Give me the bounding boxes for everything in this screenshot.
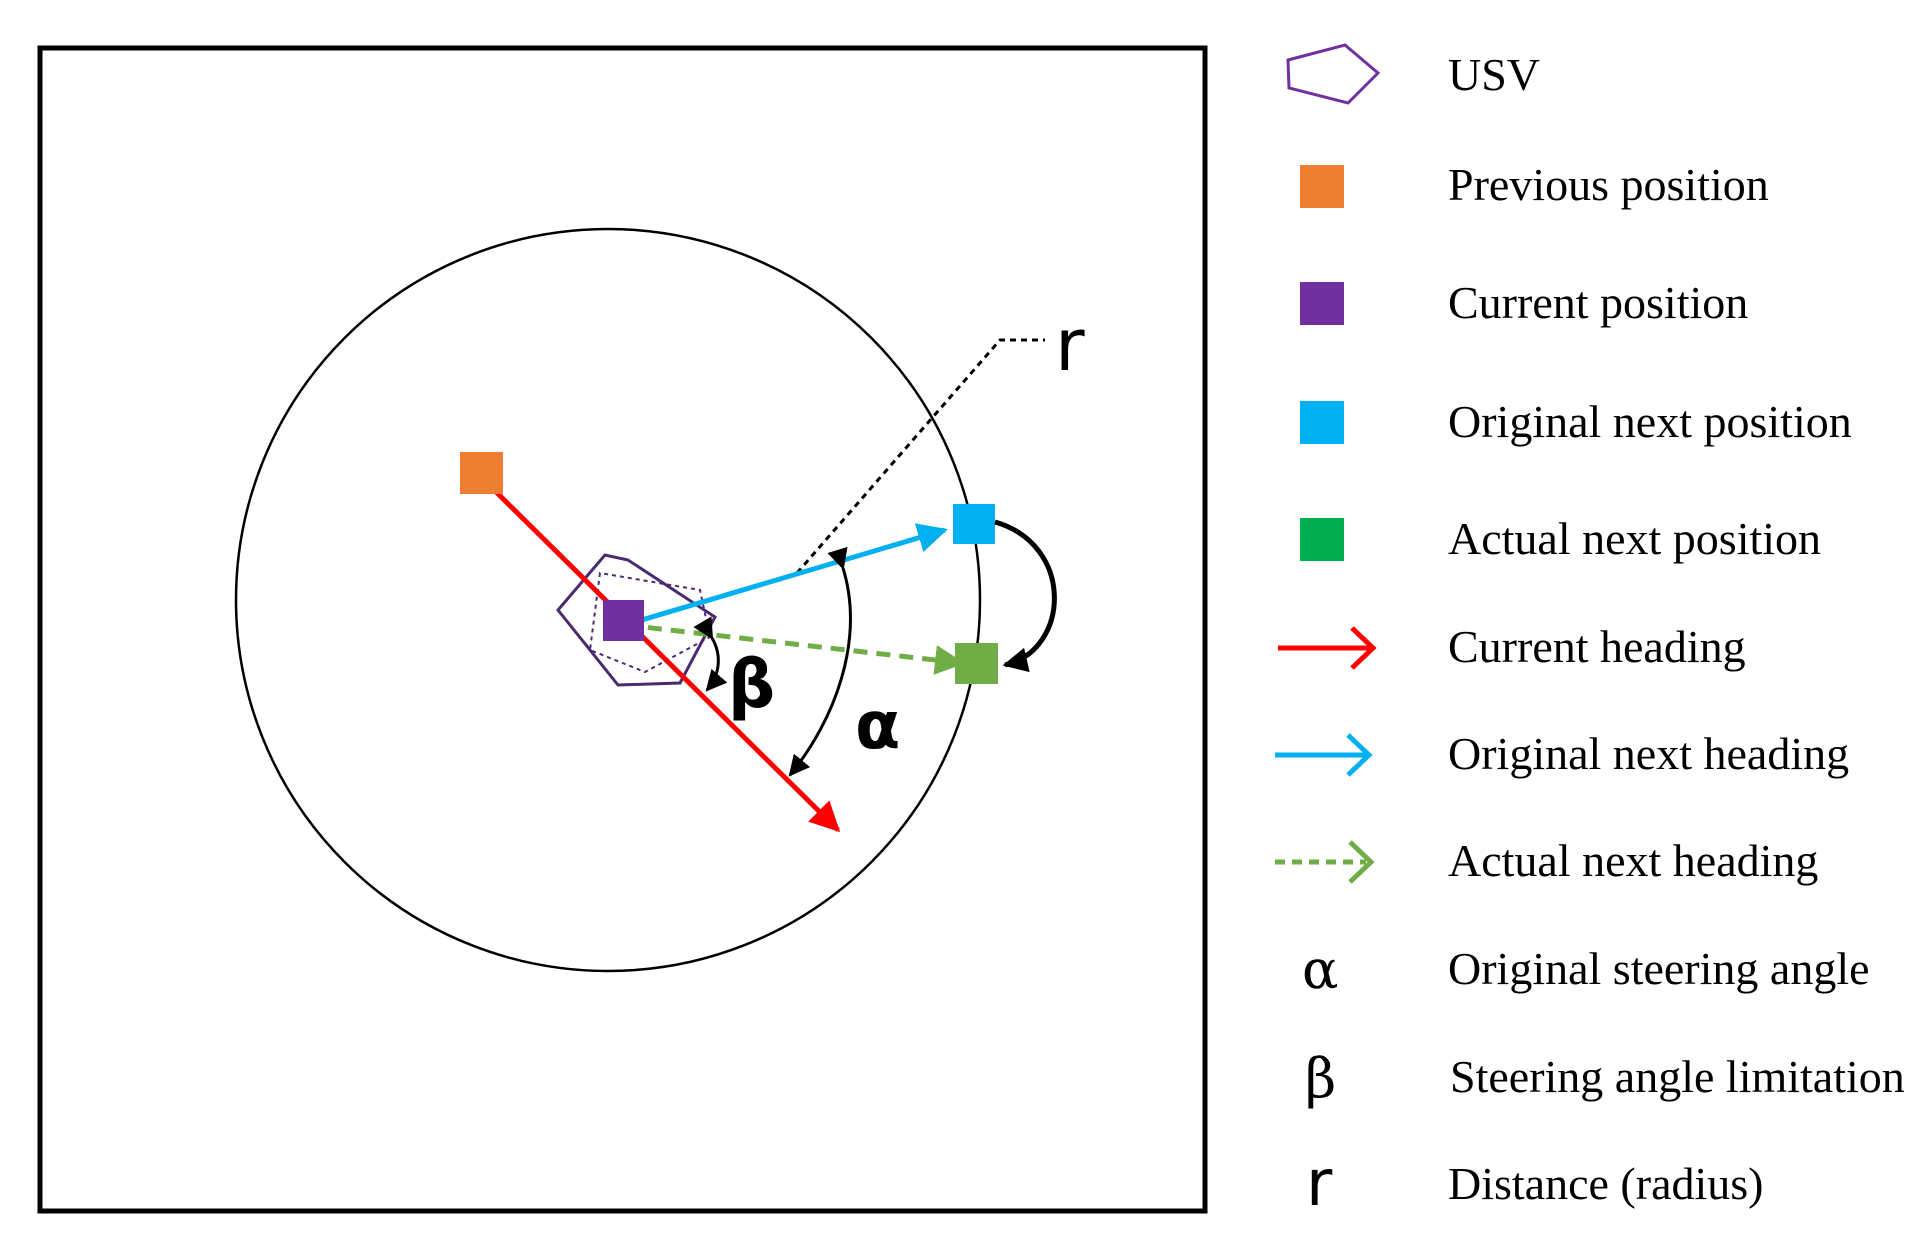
diagram-frame [37, 45, 1208, 1214]
legend-label-actual-next-heading: Actual next heading [1448, 835, 1818, 886]
legend-beta-symbol: β [1305, 1047, 1336, 1110]
legend-original-next-position-icon [1300, 401, 1344, 444]
legend-label-beta: Steering angle limitation [1450, 1051, 1905, 1102]
range-circle [234, 227, 982, 973]
current-position-marker [603, 600, 644, 641]
alpha-angle-arc [788, 546, 852, 777]
actual-next-position-marker [955, 643, 998, 684]
legend-label-current-position: Current position [1448, 277, 1748, 328]
legend-current-heading-arrowhead [1350, 626, 1377, 670]
original-next-heading-arrow [624, 523, 948, 628]
legend-previous-position-icon [1300, 165, 1344, 208]
legend-label-previous-position: Previous position [1448, 159, 1769, 210]
actual-next-heading-arrow [624, 622, 965, 675]
beta-angle-arc [693, 616, 728, 692]
legend-label-radius: Distance (radius) [1448, 1158, 1764, 1209]
current-heading-arrow [480, 476, 841, 833]
legend-label-original-next-heading: Original next heading [1448, 728, 1849, 779]
legend-label-usv: USV [1448, 49, 1540, 100]
previous-position-marker [460, 452, 503, 494]
legend-actual-next-position-icon [1300, 518, 1344, 561]
beta-label: β [728, 646, 775, 723]
alpha-label: α [855, 687, 900, 764]
radius-label: r [1055, 303, 1085, 387]
radius-leader-line [795, 338, 1045, 574]
legend-original-next-heading-arrowhead [1346, 733, 1373, 777]
original-next-position-marker [953, 504, 995, 544]
legend: USV Previous position Current position O… [1275, 43, 1905, 1221]
legend-usv-icon [1286, 43, 1381, 105]
legend-current-position-icon [1300, 282, 1344, 325]
legend-label-alpha: Original steering angle [1448, 943, 1870, 994]
legend-label-current-heading: Current heading [1448, 621, 1746, 672]
legend-label-original-next-position: Original next position [1448, 396, 1852, 447]
legend-alpha-symbol: α [1302, 938, 1338, 1001]
correction-arrow [994, 519, 1057, 673]
usv-rotated-outline [588, 571, 712, 674]
legend-label-actual-next-position: Actual next position [1448, 513, 1821, 564]
legend-actual-next-heading-arrowhead [1348, 840, 1375, 884]
legend-radius-symbol: r [1306, 1147, 1333, 1221]
usv-hull [556, 553, 717, 687]
